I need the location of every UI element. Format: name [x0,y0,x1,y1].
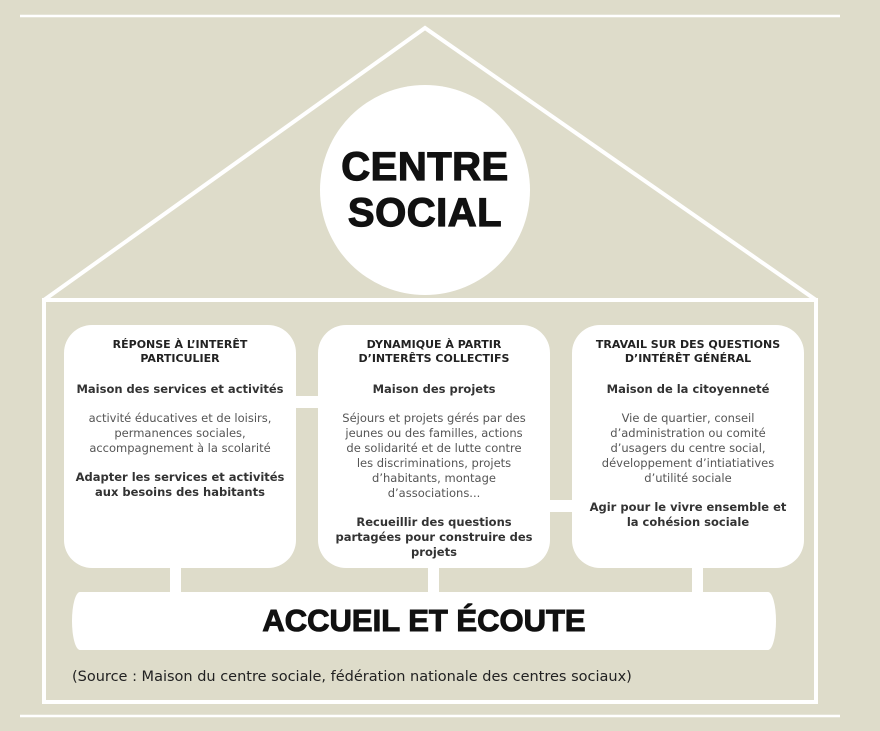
box-goal: Recueillir des questions partagées pour … [335,515,533,559]
box-subtitle: Maison des projets [372,382,496,396]
source-caption: (Source : Maison du centre sociale, fédé… [72,669,632,685]
box-subtitle: Maison des services et activités [76,382,284,396]
box-goal: Agir pour le vivre ensemble et la cohési… [589,500,787,529]
box-description: Vie de quartier, conseil d’administratio… [601,411,775,485]
stem-middle [428,560,439,596]
foundation-label: ACCUEIL ET ÉCOUTE [262,603,586,639]
connector-middle-right [544,500,578,512]
box-subtitle: Maison de la citoyenneté [606,382,770,396]
walls [42,298,818,704]
connector-left-middle [290,396,324,408]
box-goal: Adapter les services et activités aux be… [75,470,285,499]
foundation-platform: ACCUEIL ET ÉCOUTE [72,592,776,650]
roof [42,25,818,302]
stem-right [692,560,703,596]
title-line-2: SOCIAL [347,190,503,235]
title-line-1: CENTRE [341,144,509,189]
box-description: Séjours et projets gérés par des jeunes … [342,411,526,500]
stem-left [170,560,181,596]
box-description: activité éducatives et de loisirs, perma… [88,411,272,455]
